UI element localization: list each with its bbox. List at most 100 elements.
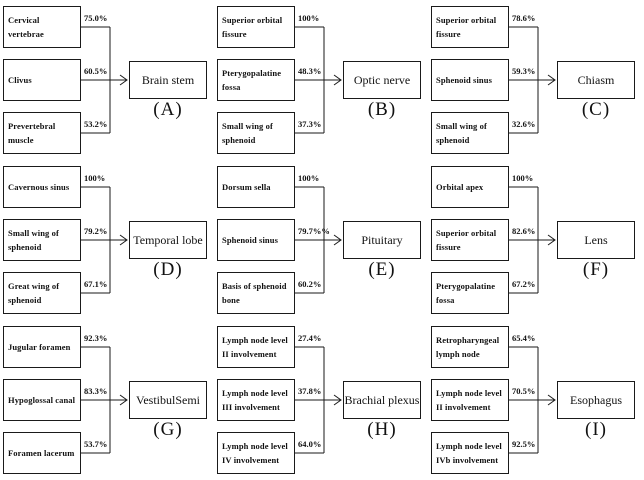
flowchart-group-cell: Dorsum sella Sphenoid sinus Basis of sph… (214, 160, 428, 320)
target-box-label: Brain stem (141, 72, 195, 87)
source-box: Lymph node level II involvement (217, 326, 295, 368)
flowchart-group-cell: Cervical vertebrae Clivus Prevertebral m… (0, 0, 214, 160)
percentage-label: 37.3% (298, 119, 322, 129)
percentage-label: 100% (298, 13, 320, 23)
source-box-label: Lymph node level IVb involvement (436, 440, 502, 465)
percentage-label: 100% (512, 173, 534, 183)
source-box-label: Hypoglossal canal (8, 394, 76, 405)
percentage-label: 65.4% (512, 333, 536, 343)
arrowhead-icon (547, 394, 556, 406)
percentage-label: 60.2% (298, 279, 322, 289)
source-box-label: Small wing of sphenoid (222, 120, 273, 145)
source-box: Lymph node level IV involvement (217, 432, 295, 474)
source-box: Basis of sphenoid bone (217, 272, 295, 314)
percentage-label: 48.3% (298, 66, 322, 76)
source-box: Pterygopalatine fossa (431, 272, 509, 314)
percentage-label: 27.4% (298, 333, 322, 343)
group-letter-label: (A) (153, 99, 183, 120)
source-box-label: Sphenoid sinus (436, 74, 492, 85)
source-box: Foramen lacerum (3, 432, 81, 474)
percentage-label: 78.6% (512, 13, 536, 23)
source-box: Dorsum sella (217, 166, 295, 208)
source-box-label: Basis of sphenoid bone (222, 280, 287, 305)
source-box: Hypoglossal canal (3, 379, 81, 421)
percentage-label: 83.3% (84, 386, 108, 396)
percentage-label: 67.2% (512, 279, 536, 289)
source-box: Superior orbital fissure (431, 6, 509, 48)
source-box-label: Lymph node level IV involvement (222, 440, 288, 465)
percentage-label: 75.0% (84, 13, 108, 23)
source-box-label: Retropharyngeal lymph node (436, 334, 500, 359)
source-box-label: Sphenoid sinus (222, 234, 278, 245)
source-box: Great wing of sphenoid (3, 272, 81, 314)
flowchart-group-cell: Orbital apex Superior orbital fissure Pt… (428, 160, 642, 320)
group-letter-label: (B) (367, 99, 397, 120)
flowchart-group-cell: Superior orbital fissure Sphenoid sinus … (428, 0, 642, 160)
source-box-label: Great wing of sphenoid (8, 280, 60, 305)
target-box-label: Temporal lobe (133, 232, 203, 247)
source-box-label: Small wing of sphenoid (8, 227, 59, 252)
source-box: Prevertebral muscle (3, 112, 81, 154)
percentage-label: 92.3% (84, 333, 108, 343)
percentage-label: 79.2% (84, 226, 108, 236)
target-box: VestibulSemi (129, 381, 207, 419)
group-letter-label: (G) (153, 419, 183, 440)
source-box: Sphenoid sinus (431, 59, 509, 101)
source-box: Small wing of sphenoid (431, 112, 509, 154)
source-box-label: Pterygopalatine fossa (222, 67, 282, 92)
target-box: Pituitary (343, 221, 421, 259)
source-box: Sphenoid sinus (217, 219, 295, 261)
flowchart-group-cell: Jugular foramen Hypoglossal canal Forame… (0, 320, 214, 480)
source-box: Lymph node level III involvement (217, 379, 295, 421)
target-box: Temporal lobe (129, 221, 207, 259)
source-box-label: Jugular foramen (8, 341, 71, 352)
source-box-label: Lymph node level II involvement (222, 334, 288, 359)
source-box-label: Prevertebral muscle (8, 120, 56, 145)
target-box: Esophagus (557, 381, 635, 419)
percentage-label: 32.6% (512, 119, 536, 129)
arrowhead-icon (119, 74, 128, 86)
source-box-label: Cavernous sinus (8, 181, 70, 192)
flowchart-group-cell: Superior orbital fissure Pterygopalatine… (214, 0, 428, 160)
source-box: Clivus (3, 59, 81, 101)
arrowhead-icon (333, 234, 342, 246)
source-box: Lymph node level II involvement (431, 379, 509, 421)
source-box-label: Superior orbital fissure (436, 14, 497, 39)
source-box-label: Pterygopalatine fossa (436, 280, 496, 305)
target-box: Brain stem (129, 61, 207, 99)
source-box-label: Dorsum sella (222, 181, 271, 192)
percentage-label: 100% (84, 173, 106, 183)
source-box-label: Small wing of sphenoid (436, 120, 487, 145)
flowchart-group-cell: Cavernous sinus Small wing of sphenoid G… (0, 160, 214, 320)
percentage-label: 64.0% (298, 439, 322, 449)
group-letter-label: (I) (585, 419, 607, 440)
source-box-label: Foramen lacerum (8, 447, 75, 458)
percentage-label: 82.6% (512, 226, 536, 236)
source-box: Retropharyngeal lymph node (431, 326, 509, 368)
source-box: Cavernous sinus (3, 166, 81, 208)
group-letter-label: (E) (368, 259, 396, 280)
target-box-label: VestibulSemi (135, 392, 200, 407)
source-box: Lymph node level IVb involvement (431, 432, 509, 474)
target-box-label: Brachial plexus (344, 392, 420, 407)
source-box: Small wing of sphenoid (3, 219, 81, 261)
source-box-label: Clivus (8, 74, 32, 85)
percentage-label: 53.7% (84, 439, 108, 449)
target-box-label: Lens (584, 232, 608, 247)
percentage-label: 79.7%% (298, 226, 330, 236)
group-letter-label: (C) (581, 99, 611, 120)
arrowhead-icon (333, 394, 342, 406)
group-letter-label: (H) (367, 419, 397, 440)
source-box-label: Orbital apex (436, 181, 484, 192)
arrowhead-icon (333, 74, 342, 86)
group-letter-label: (F) (582, 259, 610, 280)
percentage-label: 53.2% (84, 119, 108, 129)
arrowhead-icon (547, 234, 556, 246)
source-box: Jugular foramen (3, 326, 81, 368)
source-box: Superior orbital fissure (217, 6, 295, 48)
target-box-label: Pituitary (361, 232, 403, 247)
source-box-label: Lymph node level III involvement (222, 387, 288, 412)
target-box-label: Optic nerve (353, 72, 411, 87)
